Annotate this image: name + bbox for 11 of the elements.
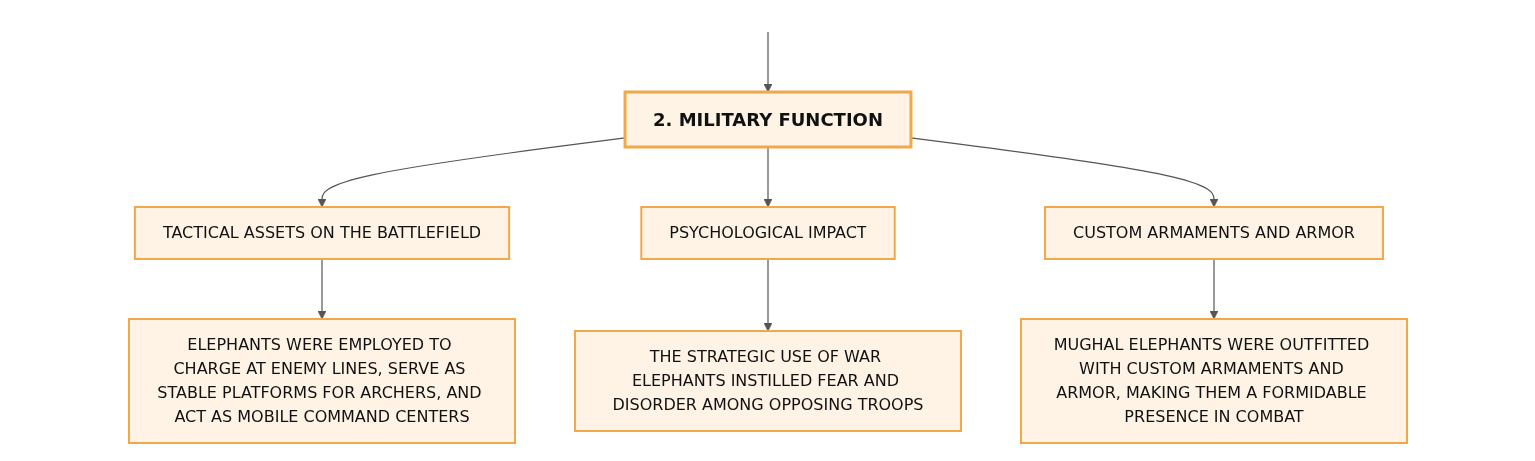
arrow (763, 31, 772, 93)
node-box: TACTICAL ASSETS ON THE BATTLEFIELD (133, 206, 510, 260)
arrow (763, 258, 772, 332)
node-box: PSYCHOLOGICAL IMPACT (639, 206, 896, 260)
node-box: CUSTOM ARMAMENTS AND ARMOR (1043, 206, 1384, 260)
arrow (1209, 258, 1218, 320)
node-box: MUGHAL ELEPHANTS WERE OUTFITTED WITH CUSTOM ARMAMENTS AND ARMOR, MAKING THEM A FORMIDABLE PRESENCE IN COMBAT (1019, 318, 1408, 444)
arrow (317, 258, 326, 320)
node-box: THE STRATEGIC USE OF WAR ELEPHANTS INSTILLED FEAR AND DISORDER AMONG OPPOSING TROOPS (573, 330, 962, 432)
node-box: 2. MILITARY FUNCTION (623, 90, 912, 149)
node-box: ELEPHANTS WERE EMPLOYED TO CHARGE AT ENEMY LINES, SERVE AS STABLE PLATFORMS FOR ARCHERS, AND ACT AS MOBILE COMMAND CENTERS (127, 318, 516, 444)
